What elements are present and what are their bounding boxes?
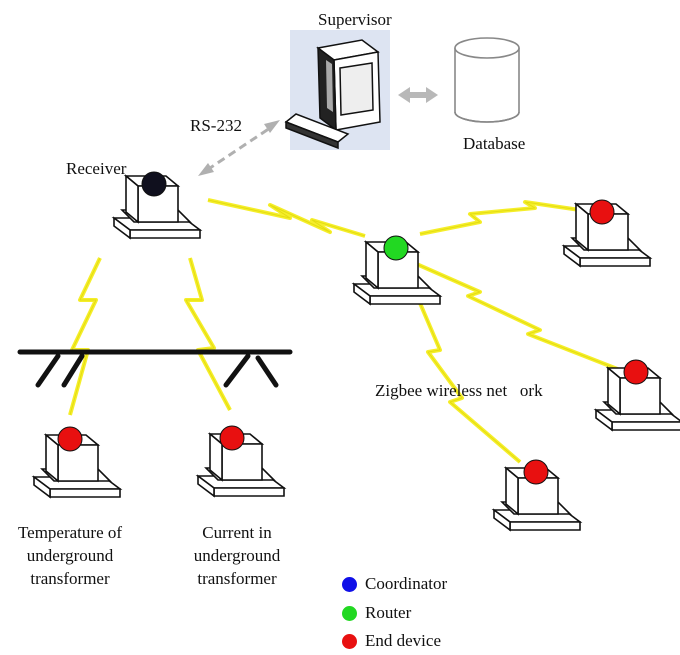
supervisor-computer [284, 30, 390, 150]
coordinator-dot-icon [342, 576, 357, 592]
database-icon [454, 37, 520, 123]
legend-label-end-device: End device [365, 631, 441, 650]
legend-item-router: Router [342, 603, 411, 623]
network-label: Zigbee wireless net ork [375, 381, 543, 400]
rs232-arrowhead-supervisor [264, 120, 280, 133]
current-caption-line-3: transformer [197, 568, 277, 588]
temperature-caption-line-1: Temperature of [17, 523, 123, 542]
receiver-device [113, 171, 201, 239]
legend-label-router: Router [365, 603, 412, 622]
rs232-arrowhead-receiver [198, 163, 214, 176]
router-node [383, 235, 409, 261]
end-device-bottom [493, 459, 581, 531]
temperature-caption-line-2: underground [26, 545, 114, 565]
current-caption-line-2: underground [193, 545, 281, 565]
current-caption: Current in underground transformer [182, 522, 292, 591]
temperature-caption-line-3: transformer [30, 568, 110, 588]
wireless-links-edge [69, 199, 621, 463]
connector-arrows [398, 87, 438, 103]
receiver-node [141, 171, 167, 197]
database-label: Database [463, 134, 526, 153]
router-dot-icon [342, 605, 357, 621]
end-device-current [197, 425, 285, 497]
end-device-top-right [563, 199, 651, 267]
link-receiver-current [184, 257, 232, 411]
cable-line [17, 349, 293, 388]
rs232-label: RS-232 [190, 116, 242, 135]
end-device-dot-icon [342, 633, 357, 649]
current-caption-line-1: Current in [202, 523, 272, 542]
link-receiver-temp [68, 257, 102, 416]
legend-item-end-device: End device [342, 631, 441, 651]
link-router-enddevice-right [411, 260, 621, 372]
receiver-label: Receiver [66, 159, 127, 178]
router-device [353, 235, 441, 305]
temperature-caption: Temperature of underground transformer [6, 522, 134, 591]
supervisor-label: Supervisor [318, 10, 392, 29]
legend-item-coordinator: Coordinator [342, 574, 447, 594]
legend-label-coordinator: Coordinator [365, 574, 448, 593]
end-device-temperature [33, 426, 121, 498]
end-device-right [595, 359, 680, 431]
